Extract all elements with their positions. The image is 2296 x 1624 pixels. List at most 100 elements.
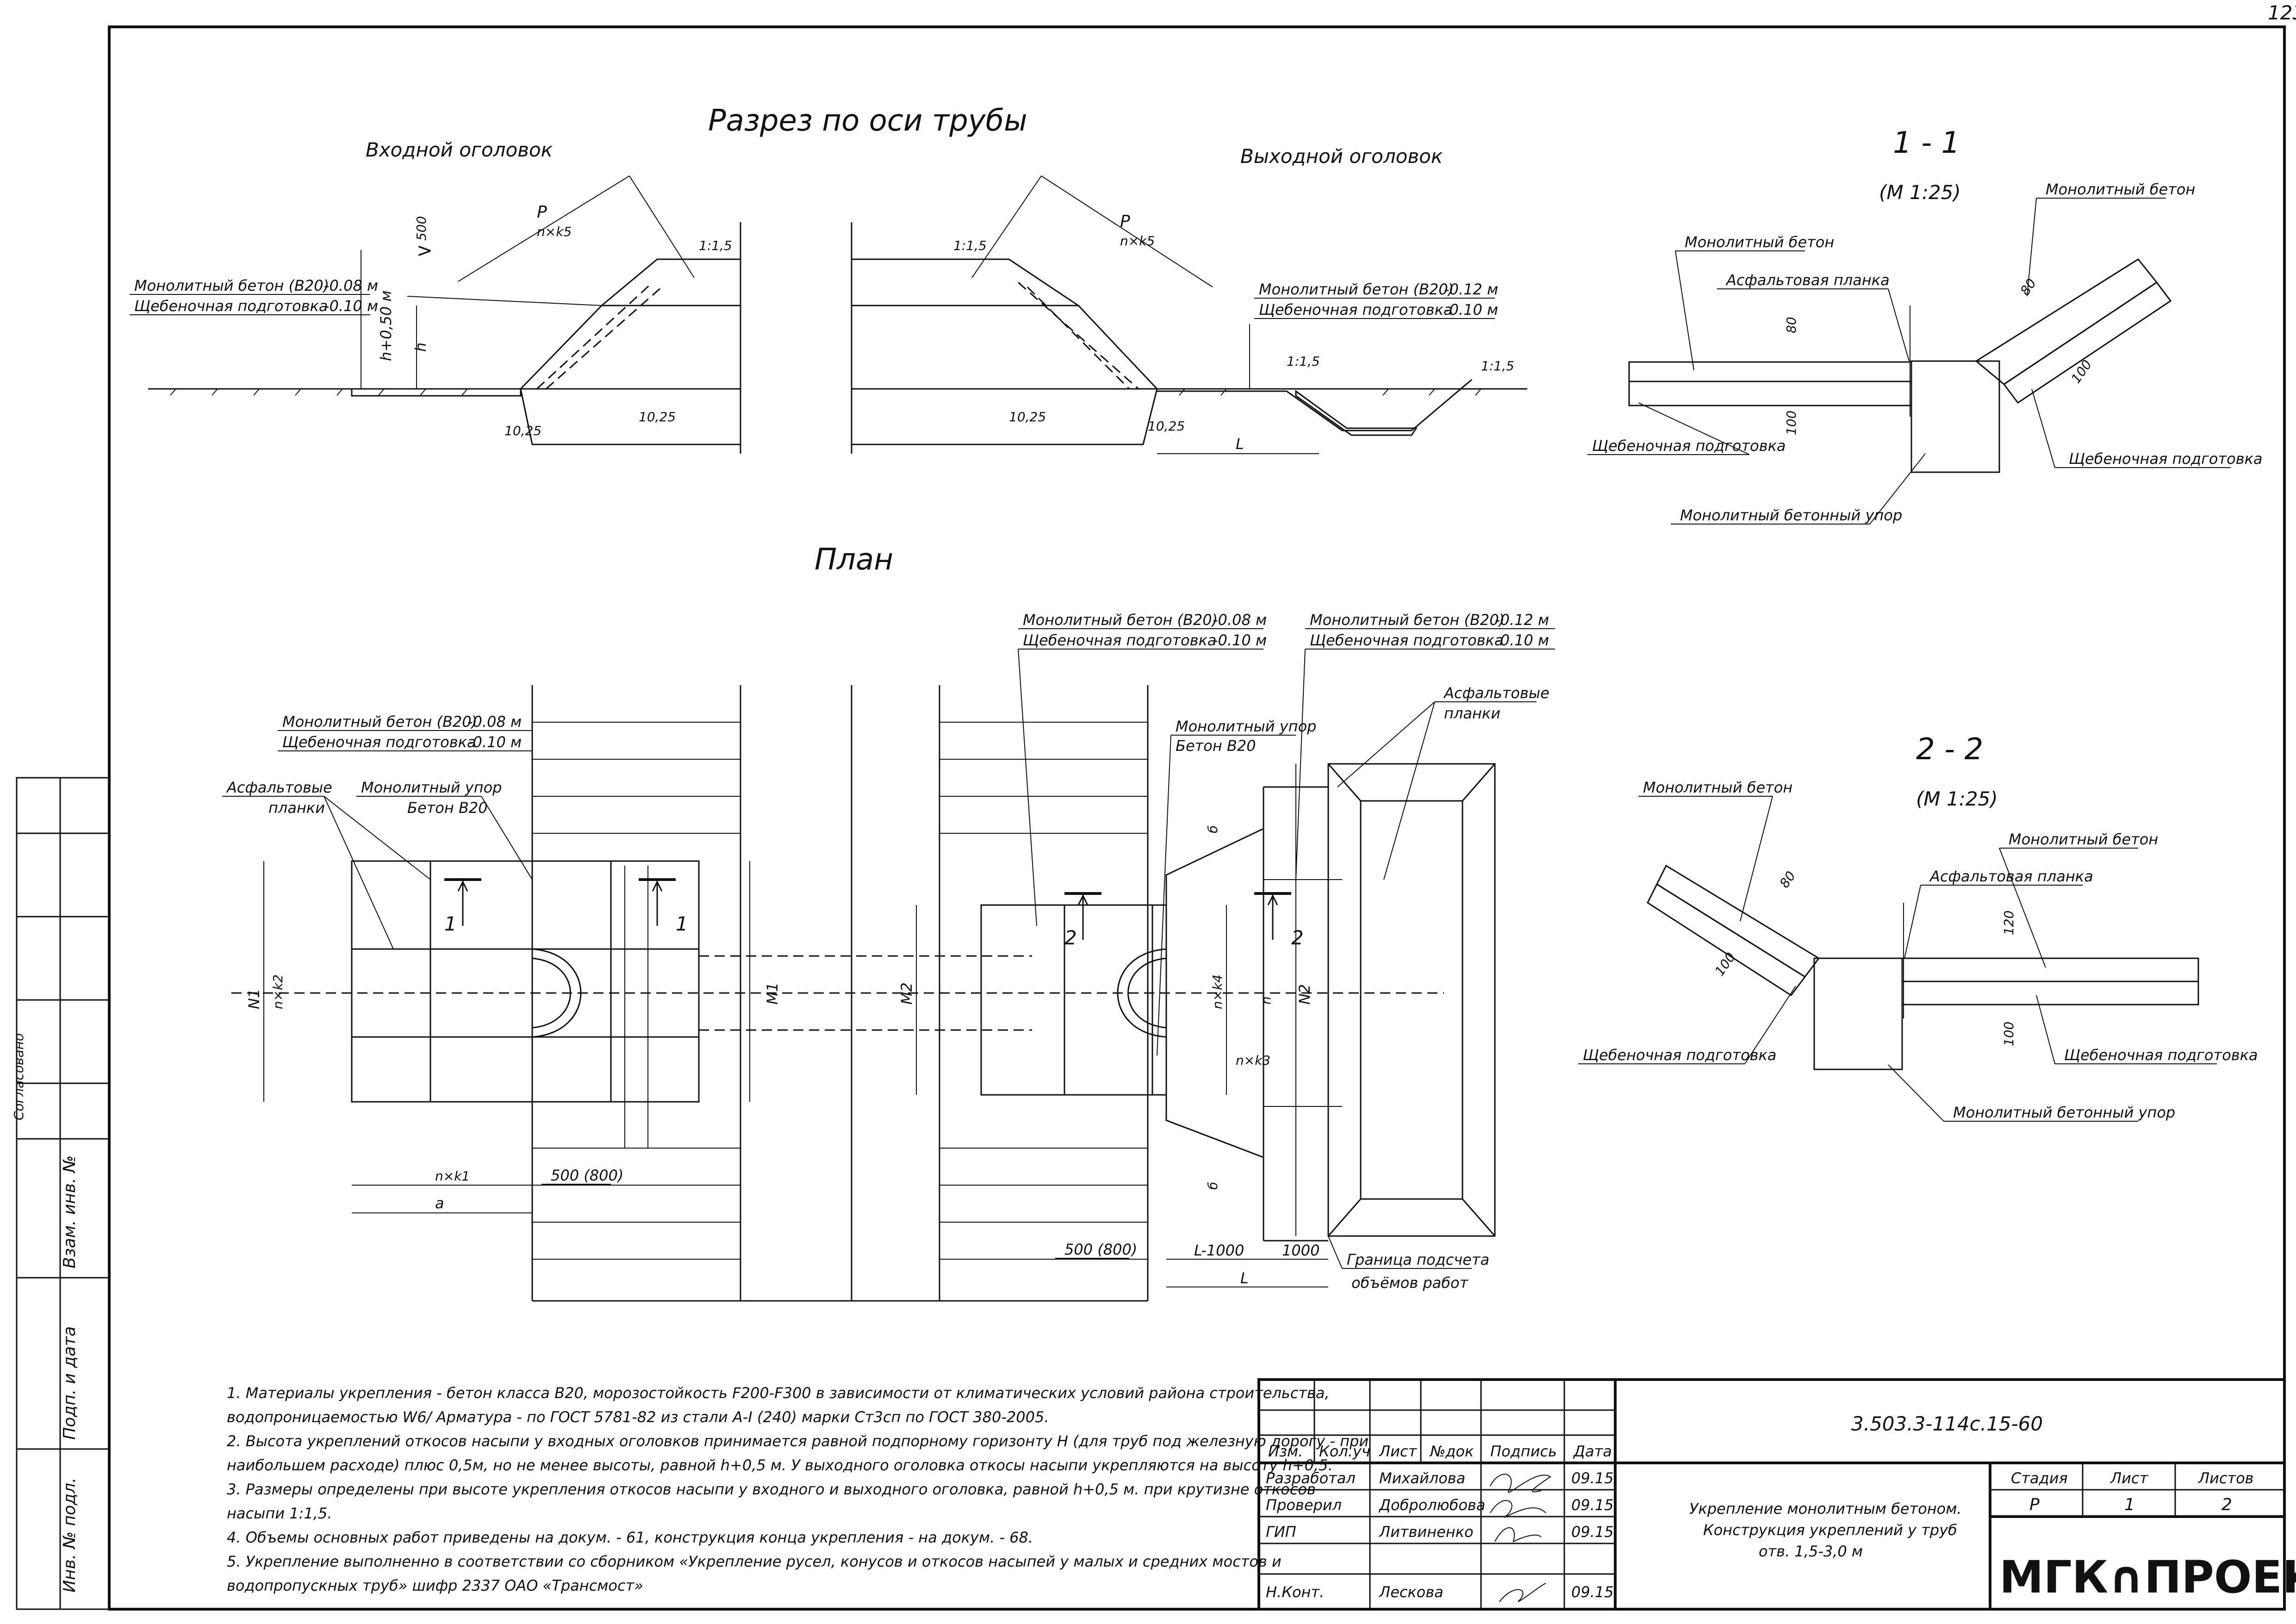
note-line-2: водопроницаемостью W6/ Арматура - по ГОС…	[227, 1408, 1049, 1426]
note-line-6: насыпи 1:1,5.	[227, 1505, 332, 1522]
dim1025-left2: 10,25	[504, 423, 541, 438]
N2-label: N2	[1296, 984, 1313, 1005]
s22-mono-left: Монолитный бетон	[1643, 779, 1792, 796]
exit-concrete-thk: -0.12 м	[1444, 281, 1498, 298]
d500-right: 500 (800)	[1064, 1241, 1137, 1258]
M2-label: M2	[898, 982, 915, 1005]
p-label-right: P	[1120, 212, 1130, 231]
plan-count-border-a: Граница подсчета	[1347, 1251, 1489, 1268]
sheet-value: 1	[2124, 1495, 2135, 1514]
h-label: h	[412, 343, 429, 352]
pk5-label-left: n×k5	[537, 224, 572, 239]
exit-gravel-thk: -0.10 м	[1444, 301, 1498, 319]
section-1-1: 1 - 1 (М 1:25) Монолитный бетон Монолитн…	[1587, 126, 2263, 525]
b-label-top: б	[1205, 825, 1220, 833]
plan-gravel-right-thk: -0.10 м	[1495, 631, 1549, 649]
s11-80: 80	[1784, 317, 1799, 333]
row4-role: Н.Конт.	[1266, 1583, 1324, 1601]
entry-head-label: Входной оголовок	[366, 138, 553, 161]
note-line-7: 4. Объемы основных работ приведены на до…	[227, 1529, 1033, 1546]
section-2-2: 2 - 2 (М 1:25) Монолитный бетон Монолитн…	[1578, 732, 2258, 1122]
section11-scale: (М 1:25)	[1879, 181, 1961, 204]
entry-concrete-label: Монолитный бетон (В20)	[134, 277, 329, 294]
section11-title: 1 - 1	[1893, 126, 1960, 160]
exit-concrete-label: Монолитный бетон (В20)	[1259, 281, 1454, 298]
L-label-section: L	[1236, 435, 1244, 453]
hdr-podpis: Подпись	[1490, 1443, 1557, 1460]
row3-name: Литвиненко	[1379, 1523, 1474, 1541]
plan-gravel-left: Щебеночная подготовка	[282, 733, 476, 751]
mark2-right: 2	[1291, 926, 1304, 949]
inv-no-label: Инв. № подл.	[60, 1478, 79, 1593]
stage-header: Стадия	[2011, 1469, 2068, 1487]
row1-role: Разработал	[1266, 1469, 1356, 1487]
L-label-plan: L	[1240, 1269, 1249, 1287]
nk3-label: n×k3	[1236, 1053, 1270, 1068]
note-line-8: 5. Укрепление выполненно в соответствии …	[227, 1553, 1282, 1570]
hdr-izm: Изм.	[1268, 1443, 1303, 1460]
nk4-label: n×k4	[1210, 974, 1225, 1009]
entry-concrete-thk: -0.08 м	[324, 277, 378, 294]
slope-right: 1:1,5	[953, 238, 987, 253]
s22-stop: Монолитный бетонный упор	[1953, 1104, 2175, 1121]
s22-asphalt: Асфальтовая планка	[1929, 868, 2093, 885]
sheet-number: 123	[2268, 1, 2296, 24]
title-block: Изм. Кол.уч Лист №док Подпись Дата Разра…	[1257, 1378, 2296, 1611]
s11-mono-concrete-right: Монолитный бетон	[2046, 181, 2195, 198]
dim1025-right: 10,25	[1009, 409, 1046, 425]
section22-title: 2 - 2	[1916, 732, 1983, 767]
signature-marks	[1490, 1474, 1551, 1602]
s22-80: 80	[1777, 868, 1798, 891]
vzam-inv-label: Взам. инв. №	[60, 1156, 79, 1268]
row1-date: 09.15	[1571, 1469, 1614, 1487]
d1000-label: 1000	[1282, 1242, 1319, 1259]
note-line-5: 3. Размеры определены при высоте укрепле…	[227, 1480, 1316, 1498]
s22-120: 120	[2001, 911, 2016, 935]
b-label-bottom: б	[1205, 1182, 1220, 1190]
title-line-1: Укрепление монолитным бетоном.	[1689, 1500, 1962, 1518]
plan-concrete-mid: Монолитный бетон (В20)	[1023, 611, 1218, 629]
plan-upor-right-b: Бетон В20	[1176, 737, 1256, 755]
entry-gravel-thk: -0.10 м	[324, 297, 378, 315]
sheets-value: 2	[2221, 1495, 2232, 1514]
s11-mono-concrete: Монолитный бетон	[1685, 233, 1834, 251]
slope-left: 1:1,5	[699, 238, 732, 253]
plan-concrete-mid-thk: -0.08 м	[1213, 611, 1267, 629]
plan-count-border-b: объёмов работ	[1351, 1274, 1469, 1292]
ditch-slope-right: 1:1,5	[1481, 358, 1514, 374]
doc-code: 3.503.3-114с.15-60	[1851, 1412, 2043, 1435]
notes-block: 1. Материалы укрепления - бетон класса В…	[227, 1384, 1369, 1594]
title-line-3: отв. 1,5-3,0 м	[1759, 1543, 1863, 1560]
stage-value: Р	[2029, 1495, 2040, 1514]
row3-role: ГИП	[1266, 1523, 1296, 1541]
row3-date: 09.15	[1571, 1523, 1614, 1541]
side-stamp: Согласовано Взам. инв. № Подп. и дата Ин…	[11, 777, 110, 1610]
row2-name: Добролюбова	[1378, 1496, 1485, 1514]
section-along-pipe: Разрез по оси трубы Входной оголовок Вых…	[130, 104, 1527, 454]
title-line-2: Конструкция укреплений у труб	[1703, 1521, 1957, 1539]
hdr-data: Дата	[1573, 1443, 1612, 1460]
plan-gravel-mid: Щебеночная подготовка	[1023, 631, 1217, 649]
row1-name: Михайлова	[1379, 1469, 1465, 1487]
plan-title: План	[815, 543, 893, 577]
s22-gravel-right: Щебеночная подготовка	[2064, 1046, 2258, 1064]
s11-80b: 80	[2017, 276, 2039, 298]
hdr-list: Лист	[1379, 1443, 1417, 1460]
plan-upor-b: Бетон В20	[407, 799, 488, 817]
s11-gravel-right: Щебеночная подготовка	[2069, 450, 2263, 468]
row2-date: 09.15	[1571, 1496, 1614, 1514]
entry-gravel-label: Щебеночная подготовка	[134, 297, 328, 315]
hdr-kolych: Кол.уч	[1319, 1443, 1370, 1460]
plan-gravel-right: Щебеночная подготовка	[1310, 631, 1504, 649]
mark1-left: 1	[444, 912, 457, 935]
section22-scale: (М 1:25)	[1916, 787, 1998, 810]
s11-gravel-left: Щебеночная подготовка	[1592, 437, 1786, 455]
h050-label: h+0,50 м	[377, 290, 395, 361]
row4-date: 09.15	[1571, 1583, 1614, 1601]
s22-100b: 100	[2001, 1022, 2016, 1046]
n-label: n	[1258, 996, 1274, 1005]
plan-concrete-right-thk: -0.12 м	[1495, 611, 1549, 629]
note-line-4: наибольшем расходе) плюс 0,5м, но не мен…	[227, 1456, 1333, 1474]
p-label-left: P	[537, 203, 547, 222]
